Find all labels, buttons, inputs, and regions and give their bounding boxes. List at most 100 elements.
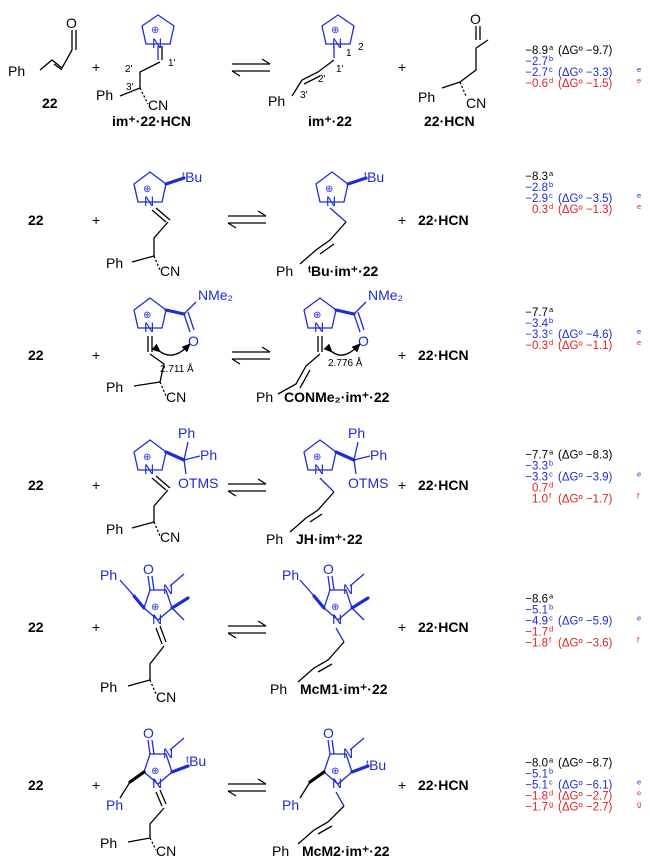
adduct-mcm2: O N ᵗBu Ph N ⊕ Ph CN <box>100 725 206 859</box>
energy-value: −2.8 <box>525 182 548 194</box>
oxygen-label: O <box>470 11 481 27</box>
phenyl-label: Ph <box>276 263 293 279</box>
free-energy-value: (ΔGº −9.7) <box>558 45 613 57</box>
adduct-jh: Ph Ph OTMS N ⊕ Ph CN <box>106 425 218 545</box>
phenyl-label: Ph <box>348 425 365 441</box>
compound-22-label: 22 <box>28 619 44 635</box>
nitrogen-label: N <box>152 35 162 51</box>
cinnamaldehyde-structure: O Ph 22 <box>8 15 77 111</box>
free-energy-value: (ΔGº −1.3) <box>558 204 613 216</box>
plus-sign: + <box>92 59 100 75</box>
nitrogen-label: N <box>343 581 353 597</box>
energy-value: −3.3 <box>525 329 548 341</box>
energy-footnote: a <box>549 169 554 178</box>
iminium-charge: ⊕ <box>325 184 333 195</box>
plus-sign: + <box>92 777 100 793</box>
free-energy-footnote: e <box>637 789 641 798</box>
energy-footnote: b <box>549 767 553 776</box>
energy-value: −8.3 <box>525 171 548 183</box>
adduct-tbu: ᵗBu N ⊕ Ph CN <box>106 169 202 279</box>
phenyl-label: Ph <box>106 379 123 395</box>
oxygen-label: O <box>143 725 154 741</box>
distance-label: 2.711 Å <box>160 362 194 375</box>
row-2: 22 + ᵗBu N ⊕ Ph CN ᵗBu N ⊕ Ph ᵗB <box>28 169 469 279</box>
free-energy-value: (ΔGº −3.5) <box>558 193 613 205</box>
energy-value: −0.3 <box>525 340 548 352</box>
oxygen-label: O <box>143 561 154 577</box>
phenyl-label: Ph <box>106 797 123 813</box>
plus-sign: + <box>398 619 406 635</box>
nitrogen-label: N <box>152 775 162 791</box>
iminium-charge: ⊕ <box>143 452 151 463</box>
cyano-label: CN <box>160 263 180 279</box>
cyanohydrin-label: 22·HCN <box>418 619 469 635</box>
free-energy-footnote: e <box>637 65 641 74</box>
energy-value: 0.3 <box>532 204 548 216</box>
cyano-label: CN <box>166 389 186 405</box>
phenyl-label: Ph <box>370 447 387 463</box>
plus-sign: + <box>398 59 406 75</box>
iminium-mcm2: O N ᵗBu Ph N ⊕ Ph McM2·im⁺·22 <box>272 725 390 859</box>
free-energy-value: (ΔGº −2.7) <box>558 802 613 814</box>
iminium-tbu: ᵗBu N ⊕ Ph ᵗBu·im⁺·22 <box>276 169 384 279</box>
iminium-mcm1: O N Ph N ⊕ Ph McM1·im⁺·22 <box>270 561 388 697</box>
nitrogen-label: N <box>332 611 342 627</box>
free-energy-value: (ΔGº −8.3) <box>558 450 613 462</box>
energy-value: −5.1 <box>525 769 548 781</box>
phenyl-label: Ph <box>270 681 287 697</box>
energy-value: −1.7 <box>525 802 548 814</box>
free-energy-footnote: e <box>637 778 641 787</box>
silyl-ether-label: OTMS <box>178 475 218 491</box>
free-energy-footnote: e <box>637 338 641 347</box>
cyano-label: CN <box>160 529 180 545</box>
free-energy-value: (ΔGº −1.1) <box>558 340 613 352</box>
plus-sign: + <box>398 477 406 493</box>
free-energy-footnote: e <box>637 470 641 479</box>
nitrogen-label: N <box>314 461 324 477</box>
oxygen-label: O <box>358 333 369 349</box>
energy-value: −1.7 <box>525 627 548 639</box>
locant-1p: 1' <box>168 58 176 69</box>
iminium-charge: ⊕ <box>151 25 159 36</box>
locant-3p: 3' <box>300 90 308 101</box>
iminium-conme2: NMe₂ O N ⊕ 2.776 Å Ph CONMe₂·im⁺·22 <box>256 287 403 405</box>
energy-value: 1.0 <box>532 494 548 506</box>
free-energy-footnote: f <box>637 636 640 645</box>
free-energy-value: (ΔGº −4.6) <box>558 329 613 341</box>
cyano-label: CN <box>156 689 176 705</box>
nitrogen-label: N <box>144 193 154 209</box>
phenyl-label: Ph <box>106 521 123 537</box>
plus-sign: + <box>92 212 100 228</box>
energy-value: −2.9 <box>525 193 548 205</box>
phenyl-label: Ph <box>282 567 299 583</box>
energy-footnote: b <box>549 180 553 189</box>
energy-value: −3.3 <box>525 461 548 473</box>
energy-footnote: c <box>549 778 553 787</box>
energy-footnote: b <box>549 54 553 63</box>
free-energy-value: (ΔGº −3.9) <box>558 472 613 484</box>
phenyl-label: Ph <box>178 425 195 441</box>
distance-label: 2.776 Å <box>328 356 363 369</box>
free-energy-footnote: f <box>637 492 640 501</box>
energy-footnote: c <box>549 65 553 74</box>
energy-value: −8.0 <box>525 758 548 770</box>
cyano-label: CN <box>156 843 176 859</box>
locant-2: 2 <box>358 42 364 53</box>
phenyl-label: Ph <box>266 531 283 547</box>
dimethylamide-label: NMe₂ <box>368 287 403 303</box>
phenyl-label: Ph <box>8 63 25 79</box>
iminium-charge: ⊕ <box>151 602 159 613</box>
energy-footnote: c <box>549 327 553 336</box>
nitrogen-label: N <box>314 319 324 335</box>
free-energy-value: (ΔGº −8.7) <box>558 758 613 770</box>
energy-footnote: a <box>549 592 554 601</box>
free-energy-value: (ΔGº −1.7) <box>558 494 613 506</box>
row-6: 22 + O N ᵗBu Ph N ⊕ Ph CN <box>28 725 469 859</box>
free-energy-footnote: e <box>637 614 641 623</box>
iminium-charge: ⊕ <box>313 452 321 463</box>
compound-22-label: 22 <box>28 477 44 493</box>
adduct-conme2: NMe₂ O N ⊕ 2.711 Å Ph CN <box>106 287 233 405</box>
row-4: 22 + Ph Ph OTMS N ⊕ Ph CN <box>28 425 469 547</box>
energy-footnote: a <box>549 756 554 765</box>
iminium-charge: ⊕ <box>331 602 339 613</box>
